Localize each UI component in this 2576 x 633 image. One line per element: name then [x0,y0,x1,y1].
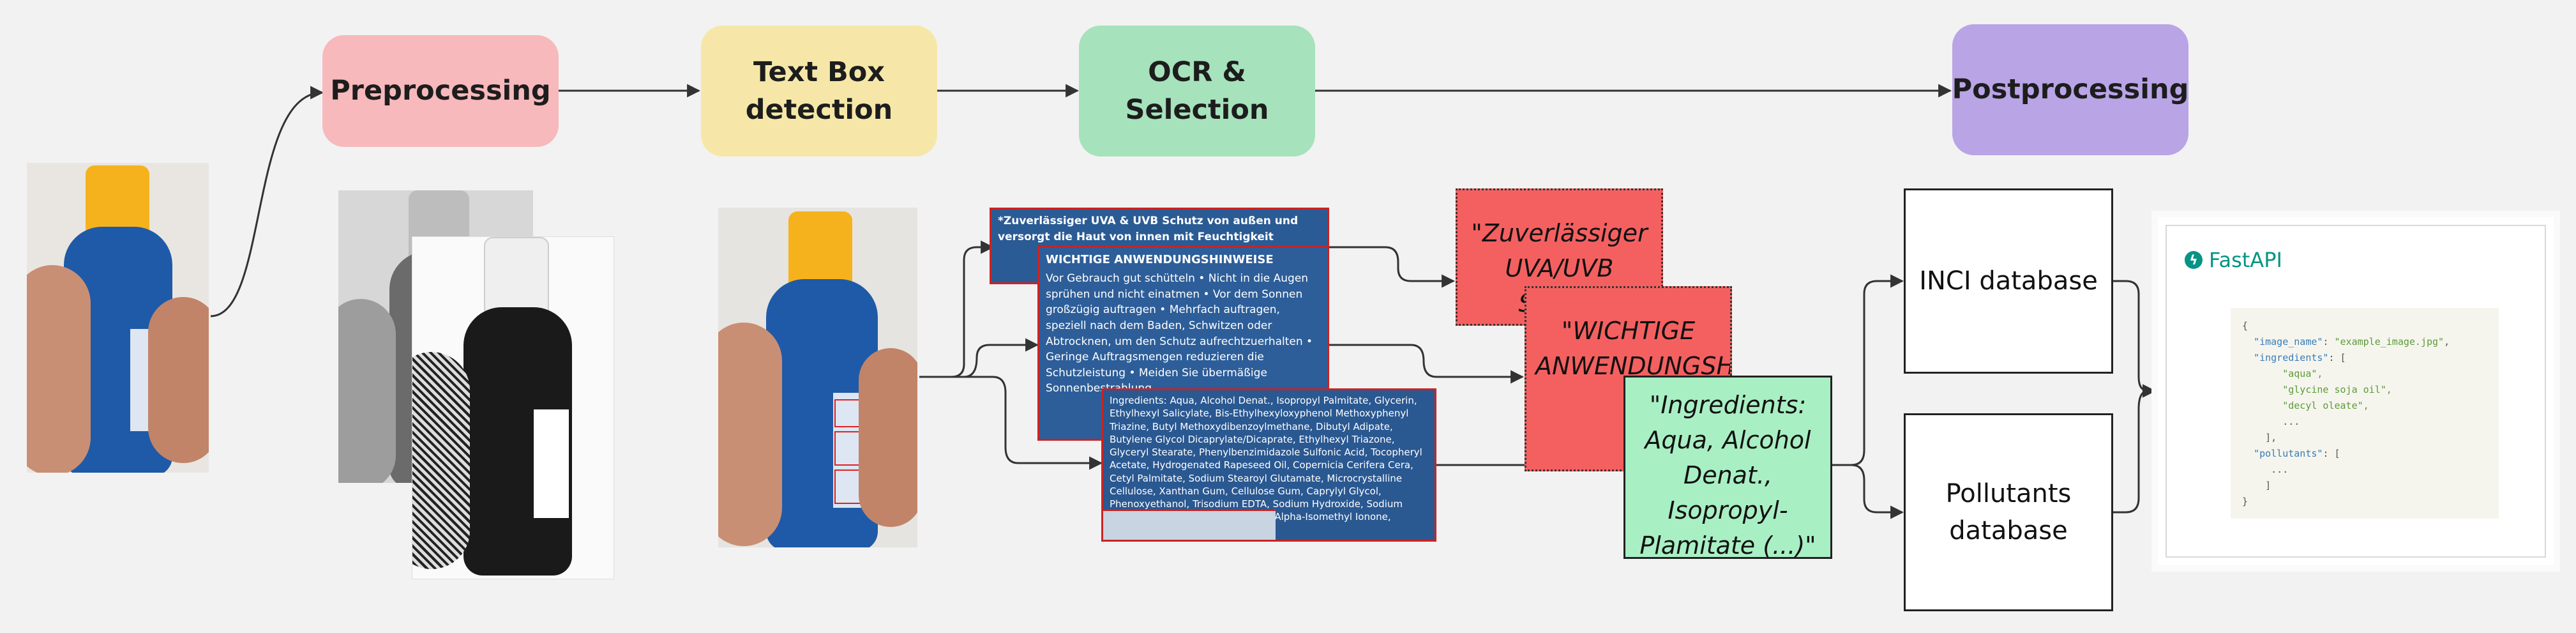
lightning-bolt-icon: ϟ [2185,251,2203,269]
stage-postprocessing-label: Postprocessing [1952,73,2189,106]
stage-preprocessing: Preprocessing [322,35,559,147]
arrow-crop1-to-quote1 [1328,246,1456,288]
fastapi-screenshot: ϟ FastAPI { "image_name": "example_image… [2165,225,2546,558]
quote-2-text: "WICHTIGE ANWENDUNGSHINWEISE" [1535,317,1732,381]
code-ingredients-open: : [ [2328,352,2346,363]
preprocessed-binary-photo [412,236,614,579]
json-response: { "image_name": "example_image.jpg", "in… [2231,308,2499,519]
hand-fingers [148,297,209,463]
inci-database-label: INCI database [1919,266,2098,296]
det-bottle-cap [788,211,852,288]
fastapi-logo: ϟ FastAPI [2185,248,2282,272]
hand [27,265,91,473]
ocr-crop-2-body: Vor Gebrauch gut schütteln • Nicht in di… [1046,272,1313,395]
code-image-key: "image_name" [2254,336,2323,347]
stage-text-box-detection: Text Box detection [701,26,937,156]
ocr-crop-3: Ingredients: Aqua, Alcohol Denat., Isopr… [1101,388,1436,542]
arrow-quote3-to-pollutants [1832,464,1904,519]
code-ingredients-key: "ingredients" [2254,352,2329,363]
arrow-quote3-to-inci [1832,274,1904,466]
stage-textbox-label-line1: Text Box [753,56,885,89]
code-ingredients-close: ], [2265,432,2277,443]
ocr-crop-3-barcode [1103,509,1276,540]
stage-ocr-selection: OCR & Selection [1079,26,1315,156]
stage-postprocessing: Postprocessing [1952,24,2188,155]
fastapi-output-panel: ϟ FastAPI { "image_name": "example_image… [2158,217,2554,565]
bottle-cap [86,165,149,236]
binary-bottle-label [534,409,569,518]
pollutants-label-line1: Pollutants [1945,479,2072,508]
pollutants-label-line2: database [1949,516,2068,545]
fastapi-logo-text: FastAPI [2209,248,2282,272]
code-image-value: "example_image.jpg" [2334,336,2444,347]
code-close: } [2242,496,2248,507]
code-ellipsis-2: ... [2271,464,2289,475]
binary-hand [412,352,470,569]
textbox-detection-photo [718,208,917,547]
code-pollutants-open: : [ [2323,448,2340,459]
stage-ocr-label: OCR & Selection [1125,56,1269,126]
code-pollutants-close: ] [2265,480,2271,491]
stage-textbox-label-line2: detection [745,93,893,126]
input-photo [27,163,209,473]
det-hand-fingers [859,348,917,527]
arrow-photo-to-crop2 [919,338,1039,378]
quote-3-text: "Ingredients: Aqua, Alcohol Denat., Isop… [1639,391,1816,559]
arrow-inci-to-api [2113,280,2157,398]
pollutants-database: Pollutants database [1904,413,2113,611]
gray-hand [338,299,396,483]
code-pollutants-key: "pollutants" [2254,448,2323,459]
code-item-3: "decyl oleate", [2282,400,2369,411]
binary-bottle-cap [484,237,549,313]
stage-preprocessing-label: Preprocessing [330,75,551,107]
code-item-1: "aqua", [2282,368,2323,379]
code-ellipsis-1: ... [2282,416,2300,427]
inci-database: INCI database [1904,188,2113,374]
arrow-photo-to-crop1 [919,240,995,378]
code-open: { [2242,320,2248,332]
ocr-crop-1-text: *Zuverlässiger UVA & UVB Schutz von auße… [998,215,1299,243]
ocr-crop-2-title: WICHTIGE ANWENDUNGSHINWEISE [1046,253,1274,266]
code-item-2: "glycine soja oil", [2282,384,2392,395]
arrow-photo-to-preprocessing [210,86,324,317]
det-hand [718,323,782,546]
arrow-photo-to-crop3 [919,376,1103,470]
arrow-crop2-to-quote2 [1328,344,1525,384]
quote-ingredients: "Ingredients: Aqua, Alcohol Denat., Isop… [1623,376,1832,559]
arrow-pollutants-to-api [2113,384,2157,514]
